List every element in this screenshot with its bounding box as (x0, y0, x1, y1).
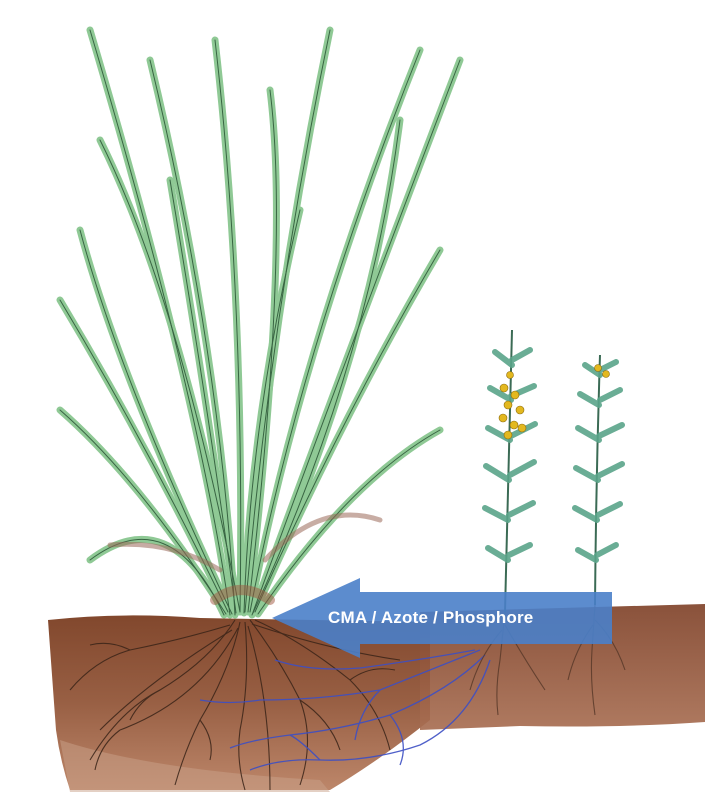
legume-plant-left (485, 330, 535, 612)
arrow-label: CMA / Azote / Phosphore (328, 606, 618, 630)
legume-plant-right (575, 355, 622, 605)
grass-tussock (60, 30, 460, 615)
